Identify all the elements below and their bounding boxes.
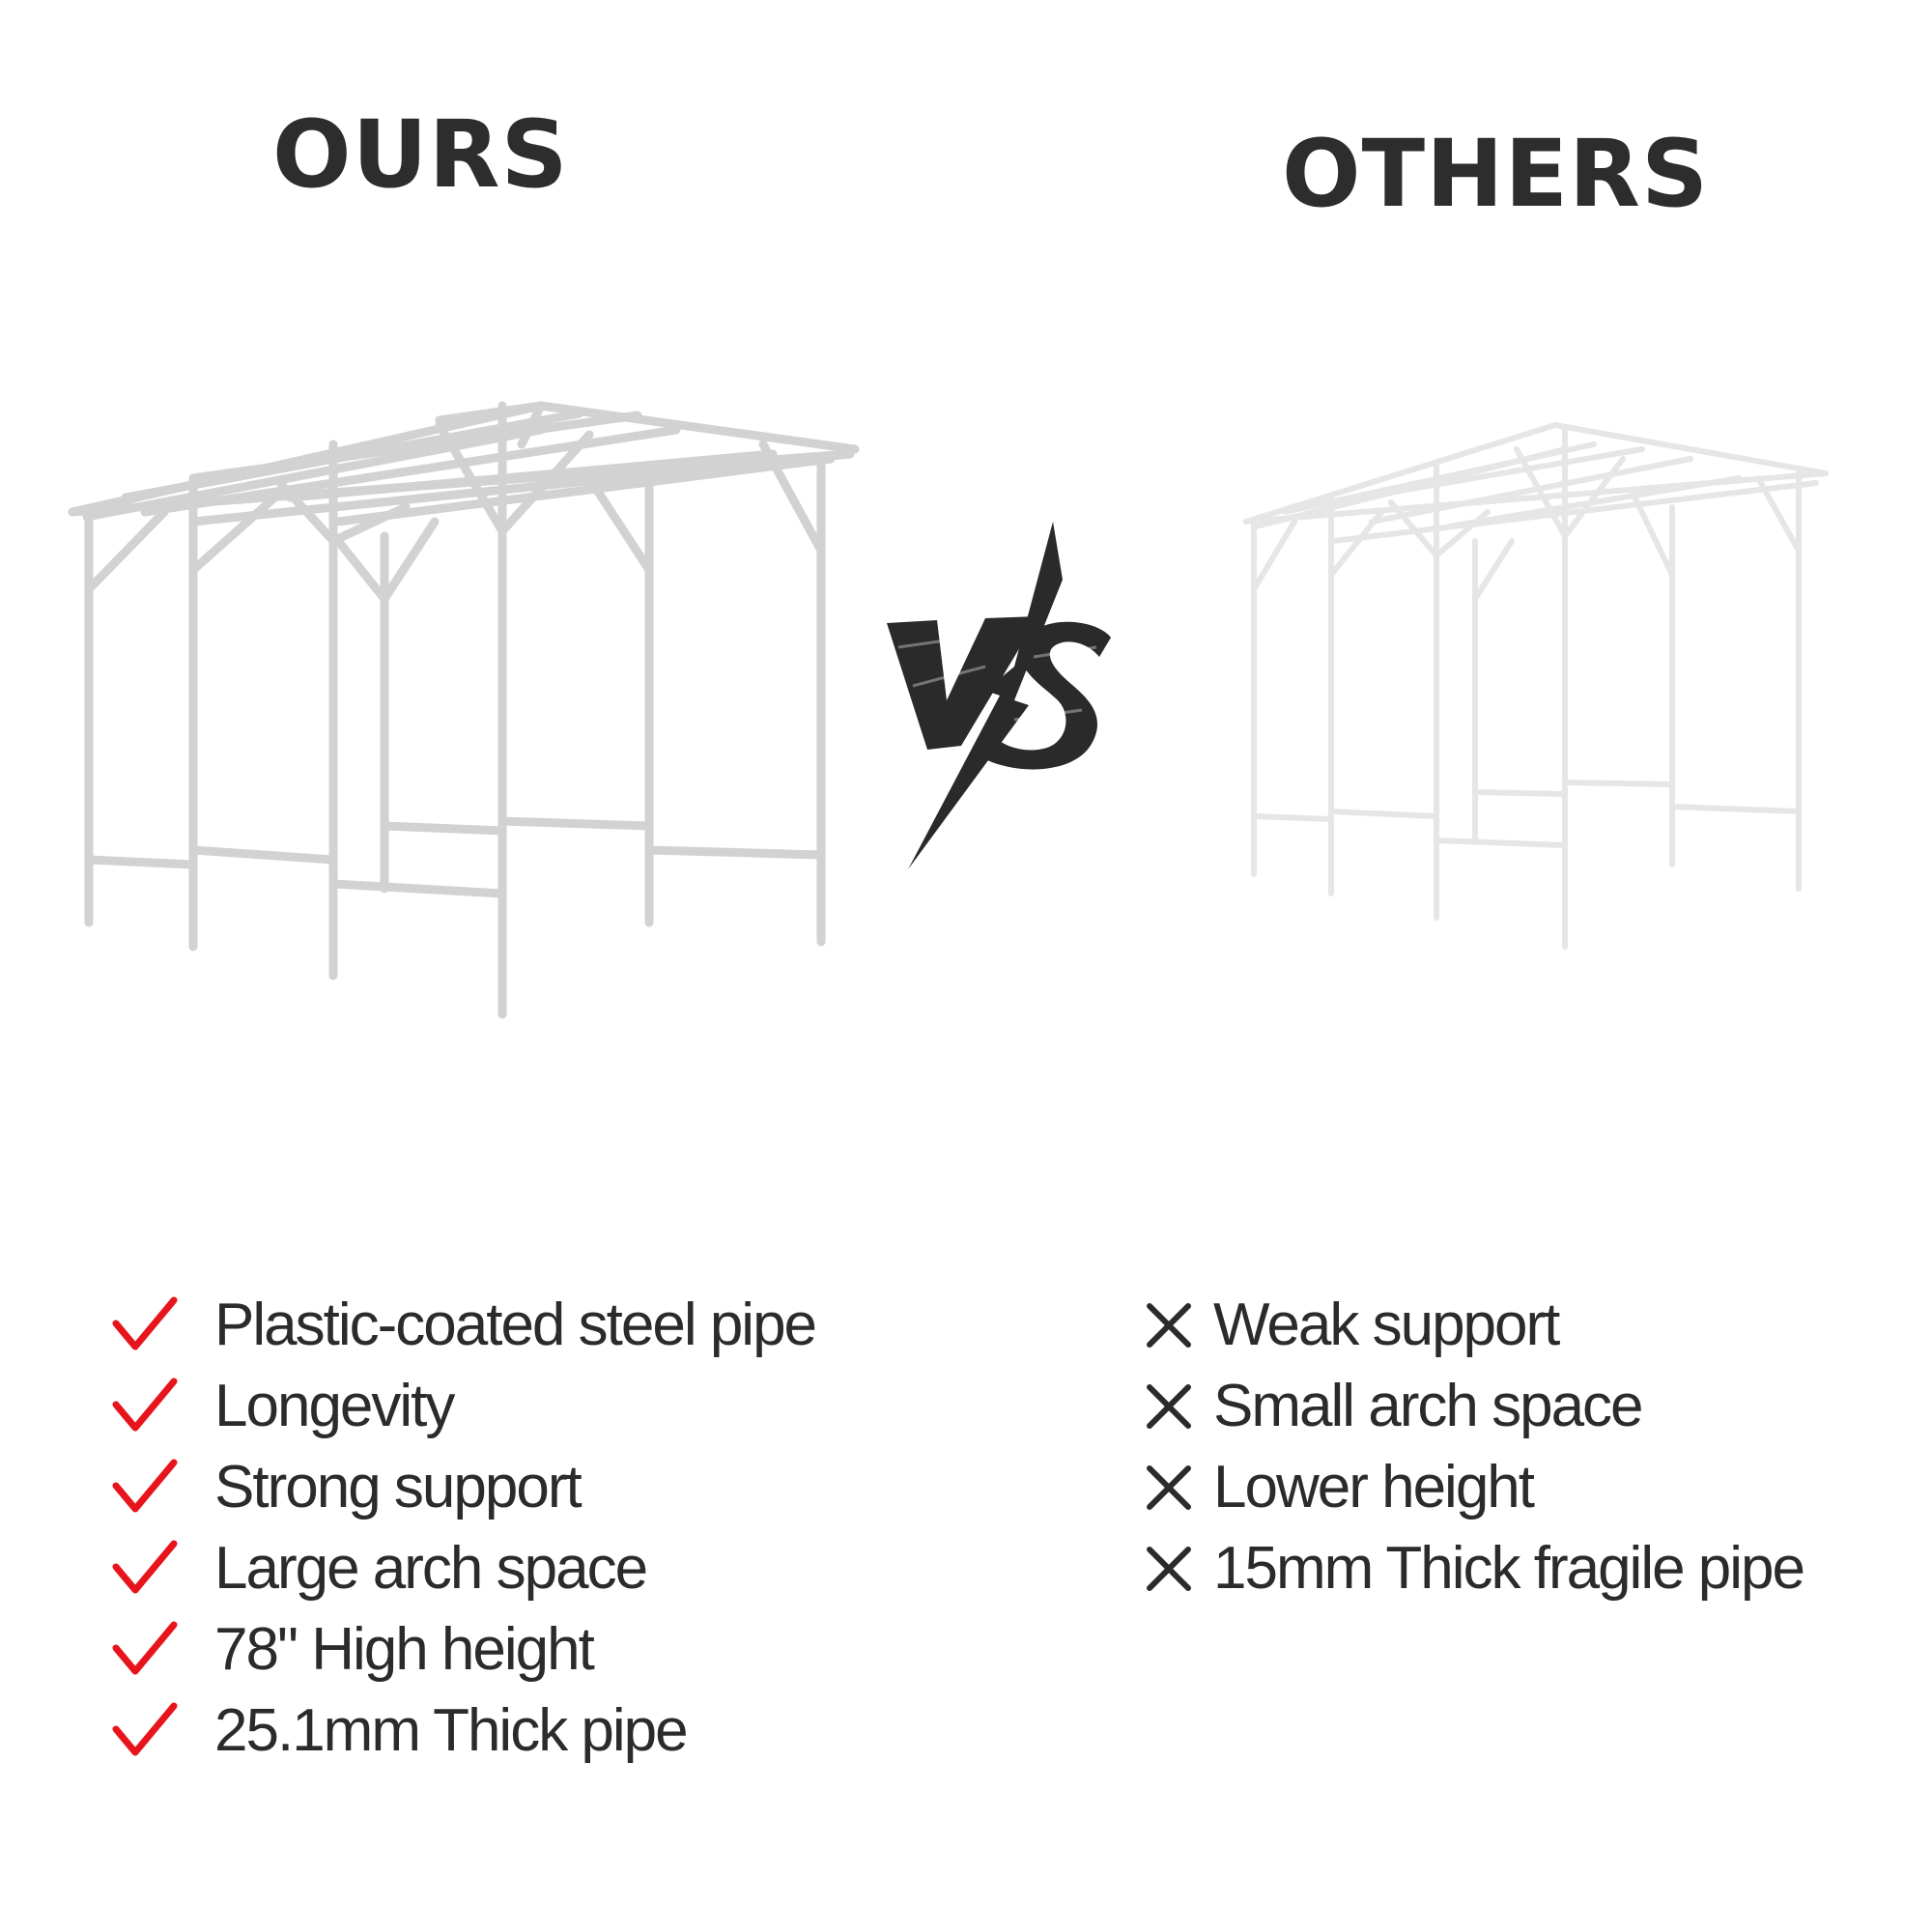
pros-item: Longevity: [106, 1366, 815, 1447]
cross-icon: [1130, 1373, 1208, 1440]
cross-icon: [1130, 1454, 1208, 1521]
others-heading: OTHERS: [1282, 120, 1710, 228]
vs-icon: [887, 522, 1111, 869]
check-icon: [106, 1616, 184, 1684]
pros-item-label: Longevity: [214, 1373, 455, 1439]
check-icon: [106, 1535, 184, 1603]
cons-item-label: 15mm Thick fragile pipe: [1213, 1535, 1805, 1602]
cons-item: Weak support: [1130, 1285, 1804, 1366]
cross-icon: [1130, 1292, 1208, 1359]
pros-item: 78" High height: [106, 1609, 815, 1690]
cons-item-label: Weak support: [1213, 1292, 1560, 1358]
cons-item-label: Lower height: [1213, 1454, 1535, 1520]
pros-item: Plastic-coated steel pipe: [106, 1285, 817, 1366]
pros-item-label: Strong support: [214, 1454, 582, 1520]
pros-item-label: 78" High height: [214, 1616, 595, 1683]
ours-heading: OURS: [272, 100, 569, 209]
cons-item: 15mm Thick fragile pipe: [1130, 1528, 1805, 1609]
pros-item: Strong support: [106, 1447, 815, 1528]
pros-item-label: 25.1mm Thick pipe: [214, 1697, 689, 1764]
cross-icon: [1130, 1535, 1208, 1603]
cons-item: Small arch space: [1130, 1366, 1804, 1447]
check-icon: [106, 1373, 184, 1440]
cons-item-label: Small arch space: [1213, 1373, 1644, 1439]
pros-list: Plastic-coated steel pipe Longevity Stro…: [106, 1285, 817, 1772]
check-icon: [106, 1292, 184, 1359]
pros-item-label: Large arch space: [214, 1535, 648, 1602]
check-icon: [106, 1454, 184, 1521]
pros-item: 25.1mm Thick pipe: [106, 1690, 815, 1772]
check-icon: [106, 1697, 184, 1765]
pros-item-label: Plastic-coated steel pipe: [214, 1292, 817, 1358]
pros-item: Large arch space: [106, 1528, 815, 1609]
cons-item: Lower height: [1130, 1447, 1804, 1528]
cons-list: Weak support Small arch space Lower heig…: [1130, 1285, 1805, 1609]
